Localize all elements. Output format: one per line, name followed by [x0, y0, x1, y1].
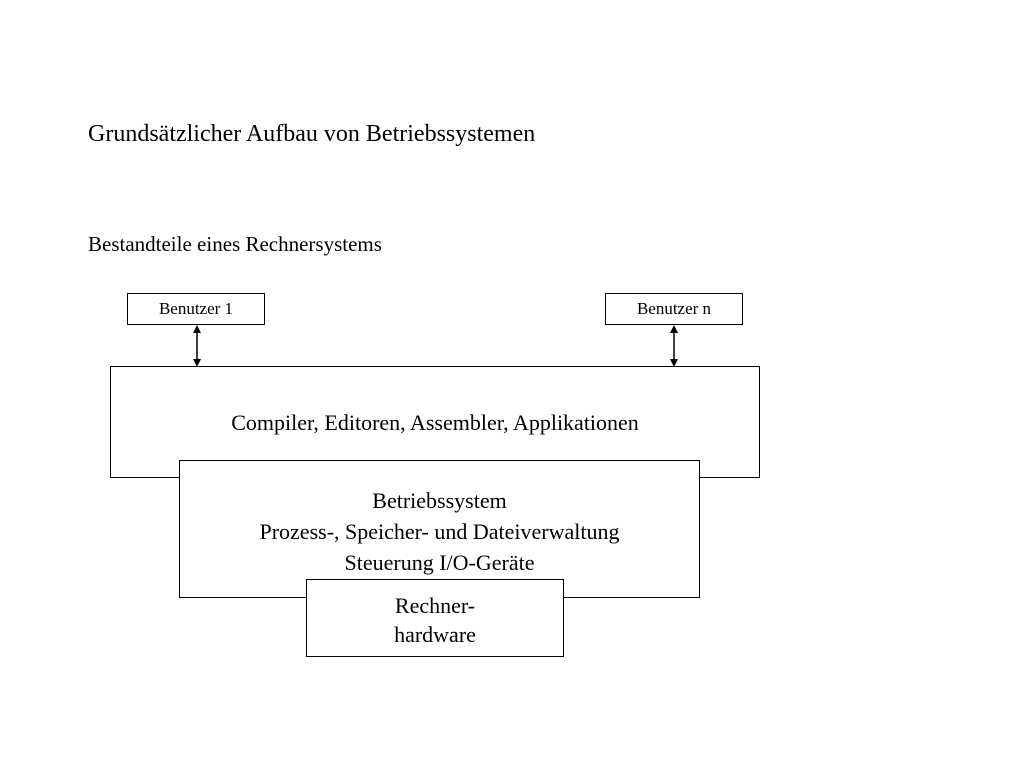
slide-title: Grundsätzlicher Aufbau von Betriebssyste…: [88, 121, 536, 147]
operating-system-layer-box: Betriebssystem Prozess-, Speicher- und D…: [179, 460, 700, 598]
applications-layer-label: Compiler, Editoren, Assembler, Applikati…: [231, 410, 639, 435]
user-1-box: Benutzer 1: [127, 293, 265, 325]
arrow-user-n-to-applications: [670, 325, 678, 367]
hardware-label-line-1: Rechner-: [394, 593, 476, 618]
hardware-label-line-2: hardware: [394, 622, 476, 647]
operating-system-title: Betriebssystem: [372, 488, 507, 513]
user-n-box: Benutzer n: [605, 293, 743, 325]
arrow-user-1-to-applications: [193, 325, 201, 367]
hardware-layer-box: Rechner- hardware: [306, 579, 564, 657]
operating-system-management-line: Prozess-, Speicher- und Dateiverwaltung: [259, 519, 620, 544]
slide-subtitle: Bestandteile eines Rechnersystems: [88, 232, 382, 256]
operating-system-io-line: Steuerung I/O-Geräte: [344, 550, 535, 575]
applications-layer-box: Compiler, Editoren, Assembler, Applikati…: [110, 366, 760, 478]
